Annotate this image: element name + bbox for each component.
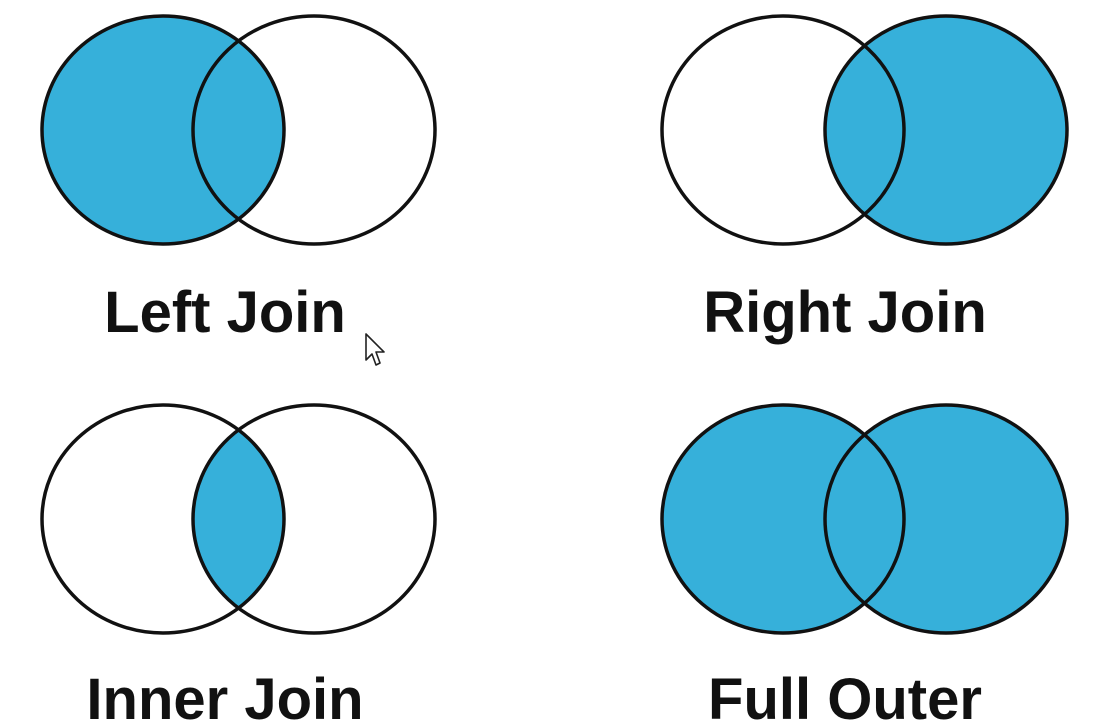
- venn-left-join: Left Join: [40, 14, 437, 345]
- left-circle-outline: [40, 14, 286, 246]
- region-overlap: [193, 405, 284, 633]
- left-circle-outline: [660, 403, 906, 635]
- full-join-label: Full Outer: [708, 667, 982, 723]
- venn-right-join: Right Join: [660, 14, 1069, 345]
- right-circle-outline: [823, 403, 1069, 635]
- right-circle-outline: [191, 14, 437, 246]
- venn-inner-join: Inner Join: [40, 403, 437, 723]
- right-join-label: Right Join: [703, 280, 987, 345]
- left-circle-outline: [40, 403, 286, 635]
- region-overlap: [825, 405, 904, 633]
- right-circle-outline: [823, 14, 1069, 246]
- left-circle-outline: [660, 14, 906, 246]
- left-join-label: Left Join: [104, 280, 346, 345]
- region-overlap: [193, 16, 284, 244]
- right-circle-outline: [191, 403, 437, 635]
- venn-full-join: Full Outer: [660, 403, 1069, 723]
- mouse-pointer-icon: [365, 333, 385, 366]
- region-overlap: [825, 16, 904, 244]
- inner-join-label: Inner Join: [86, 667, 363, 723]
